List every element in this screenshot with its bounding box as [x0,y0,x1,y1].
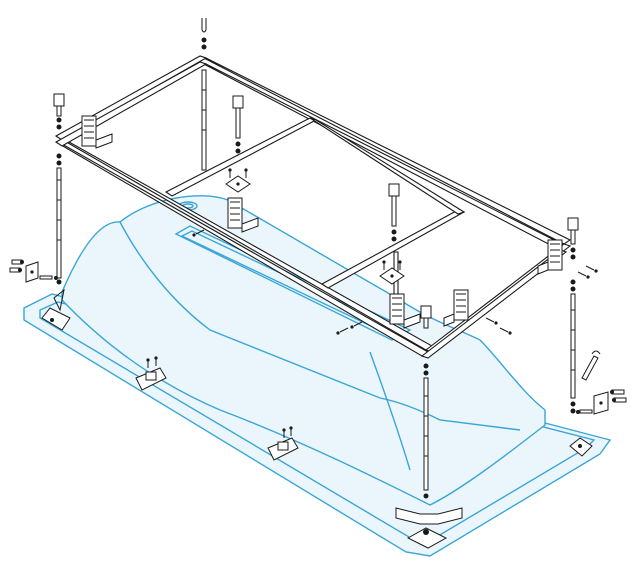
mounting-bracket-5 [537,239,563,275]
bathtub-basin-contour [119,221,521,431]
foot-left [41,288,71,331]
frame-bolt-3 [388,183,400,242]
rim-clip-1 [135,356,167,391]
frame-rail-left [54,55,208,141]
loose-screws [192,229,598,335]
frame-inner-rail [309,117,466,215]
bathtub-body [23,195,612,557]
bathtub-basin-floor [174,225,412,341]
steel-frame [54,55,572,359]
wrench-icon [581,350,601,381]
foot-front [395,507,463,549]
leg-right [567,217,579,414]
mounting-bracket-3 [389,293,421,329]
wall-bracket-right [576,389,627,415]
rim-clip-2 [267,426,299,461]
leg-front-center [423,363,429,499]
top-bolt [201,18,207,50]
mounting-bracket-2 [227,197,259,233]
leg-center-back [201,69,207,171]
frame-bolt-4 [420,305,432,329]
leg-left [53,93,65,285]
center-plate-2 [379,260,405,285]
frame-bolt-2 [232,95,244,154]
bathtub-rim-edge [369,351,411,471]
wall-bracket-left [9,259,58,283]
mounting-bracket-4 [443,289,469,327]
foot-right [569,437,593,457]
mounting-bracket-1 [81,115,113,149]
center-plate-1 [225,168,251,193]
